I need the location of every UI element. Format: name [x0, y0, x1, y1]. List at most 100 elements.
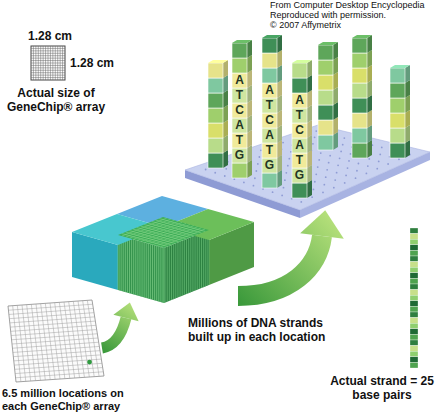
platform-dot [314, 181, 316, 183]
strand-stripe [190, 238, 191, 293]
strand-stripe [199, 234, 200, 289]
platform-dot [381, 147, 383, 149]
block-top-grid [129, 231, 175, 244]
chip-grid-line [62, 46, 63, 80]
strand-stripe [167, 247, 168, 302]
platform-dot [342, 144, 344, 146]
strand-block [262, 173, 277, 188]
strand-block-side [277, 110, 282, 128]
strand-block-side [367, 65, 372, 83]
strand-block-side [223, 105, 228, 123]
strand-stripe [123, 237, 124, 292]
block-top-grid [145, 225, 190, 243]
strand-block [390, 98, 405, 113]
strand-block-side [277, 140, 282, 158]
base-pair-block [410, 284, 418, 290]
dimension-label: 1.28 cm [28, 29, 88, 43]
base-pair-block [410, 278, 418, 284]
strand-stripe [148, 244, 149, 299]
platform-dot [325, 176, 327, 178]
strand-block [390, 68, 405, 83]
platform-dot [320, 152, 322, 154]
strand-block-side [333, 87, 338, 105]
highlight-location [87, 360, 92, 365]
strand-stripe [195, 235, 196, 290]
base-pair-block [410, 290, 418, 296]
strand-block-side [333, 117, 338, 135]
platform-dot [314, 136, 316, 138]
strand-stripe [150, 244, 151, 299]
platform-dot [365, 173, 367, 175]
strand-block-side [247, 40, 252, 58]
strand-block-side [277, 80, 282, 98]
strand-cap [262, 35, 282, 38]
strand-block-side [333, 57, 338, 75]
strand-cap [352, 35, 372, 38]
strand-stripe [156, 246, 157, 301]
chip-square [31, 46, 65, 80]
strand-stripe [135, 240, 136, 295]
platform-dot [328, 162, 330, 164]
strand-block-side [277, 95, 282, 113]
base-pair-block [410, 306, 418, 312]
strand-block [232, 58, 247, 73]
base-pair-block [410, 340, 418, 346]
platform-dot [214, 172, 216, 174]
platform-dot [376, 168, 378, 170]
strand-block-side [405, 95, 410, 113]
strand-stripe [141, 242, 142, 297]
strand-block [390, 83, 405, 98]
strand-cap [292, 60, 312, 63]
strand-cap [208, 60, 228, 63]
strand-block [352, 143, 367, 158]
block-top-grid [149, 226, 194, 244]
base-pair-block [410, 301, 418, 307]
green-arrow-body [238, 236, 322, 296]
base-pair-block [410, 318, 418, 324]
strand-block [208, 123, 223, 138]
strand-block-side [367, 125, 372, 143]
chip-caption: Actual size of GeneChip® array [0, 86, 112, 115]
strand-block-side [307, 75, 312, 93]
location-grid-line [87, 300, 99, 376]
strand-block-side [367, 140, 372, 158]
block-top-grid [160, 229, 205, 247]
strand-block-side [277, 155, 282, 173]
strand-block [262, 38, 277, 53]
platform-dot [243, 182, 245, 184]
location-grid [8, 300, 104, 382]
base-pair-block [410, 245, 418, 251]
strand-stripe [173, 244, 174, 299]
strand-block-side [307, 135, 312, 153]
strand-block-side [333, 132, 338, 150]
platform-dot [347, 167, 349, 169]
strand-caption: Actual strand = 25 base pairs [330, 374, 434, 403]
base-pair-block [410, 295, 418, 301]
strand-block [352, 53, 367, 68]
location-grid-line [78, 301, 89, 377]
platform-dot [356, 170, 358, 172]
strand-stripe [171, 245, 172, 300]
strand-block-side [247, 70, 252, 88]
location-grid-line [16, 372, 104, 378]
strand-block-side [405, 140, 410, 158]
strand-block-side [223, 150, 228, 168]
base-pair-block [410, 234, 418, 240]
platform-dot [337, 164, 339, 166]
base-pair-block [410, 273, 418, 279]
strand-block-side [405, 125, 410, 143]
strand-block [232, 163, 247, 178]
strand-block-side [277, 170, 282, 188]
chip-grid-line [31, 75, 65, 76]
strand-block-side [247, 130, 252, 148]
platform-dot [257, 163, 259, 165]
strand-block [318, 45, 333, 60]
strand-block [390, 113, 405, 128]
strand-block-side [405, 65, 410, 83]
platform-dot [333, 187, 335, 189]
location-grid-line [64, 302, 75, 378]
strand-block [262, 53, 277, 68]
platform-dot [258, 156, 260, 158]
strand-block-side [223, 75, 228, 93]
